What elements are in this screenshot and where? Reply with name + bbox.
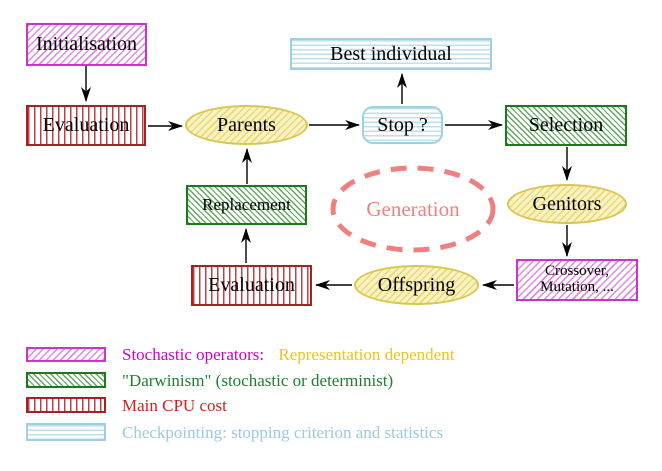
- legend-row-checkpointing: Checkpointing: stopping criterion and st…: [122, 423, 443, 443]
- legend-text-stochastic-operators: Stochastic operators:: [122, 345, 265, 364]
- node-best-individual: Best individual: [290, 38, 492, 70]
- node-crossover-line2: Mutation, ...: [540, 279, 614, 295]
- node-evaluation-top: Evaluation: [26, 105, 146, 146]
- node-stop-label: Stop ?: [377, 113, 428, 136]
- legend-row-stochastic-operators: Stochastic operators: Representation dep…: [122, 345, 454, 365]
- node-crossover-mutation: Crossover, Mutation, ...: [516, 259, 638, 301]
- legend-text-checkpointing: Checkpointing: stopping criterion and st…: [122, 423, 444, 442]
- node-evaluation-top-label: Evaluation: [42, 114, 130, 136]
- generation-dashed-ellipse: [330, 165, 496, 253]
- node-initialisation: Initialisation: [26, 23, 147, 66]
- node-genitors: Genitors: [507, 184, 627, 224]
- node-replacement-label: Replacement: [202, 195, 291, 215]
- node-selection: Selection: [505, 105, 627, 146]
- node-offspring: Offspring: [354, 265, 479, 305]
- node-crossover-line1: Crossover,: [545, 263, 609, 280]
- legend-swatch-stochastic-operators: [26, 347, 106, 362]
- legend-swatch-checkpointing: [26, 423, 106, 441]
- legend-row-darwinism: "Darwinism" (stochastic or determinist): [122, 371, 393, 391]
- node-parents-label: Parents: [217, 113, 276, 136]
- node-generation-label: Generation: [366, 196, 460, 221]
- node-evaluation-bottom-label: Evaluation: [208, 274, 295, 296]
- node-offspring-label: Offspring: [377, 273, 456, 296]
- legend-text-representation-dependent: Representation dependent: [278, 345, 455, 364]
- node-best-individual-label: Best individual: [330, 42, 452, 65]
- legend-text-cpu-cost: Main CPU cost: [122, 396, 227, 415]
- node-genitors-label: Genitors: [532, 192, 602, 215]
- legend-text-darwinism: "Darwinism" (stochastic or determinist): [122, 371, 394, 390]
- node-selection-label: Selection: [528, 114, 604, 136]
- node-evaluation-bottom: Evaluation: [191, 265, 312, 306]
- node-initialisation-label: Initialisation: [35, 33, 138, 55]
- legend-swatch-cpu-cost: [26, 397, 106, 413]
- legend-row-cpu-cost: Main CPU cost: [122, 396, 227, 416]
- node-replacement: Replacement: [186, 185, 307, 225]
- legend-swatch-darwinism: [26, 372, 106, 388]
- node-parents: Parents: [185, 105, 308, 145]
- node-stop: Stop ?: [362, 106, 443, 144]
